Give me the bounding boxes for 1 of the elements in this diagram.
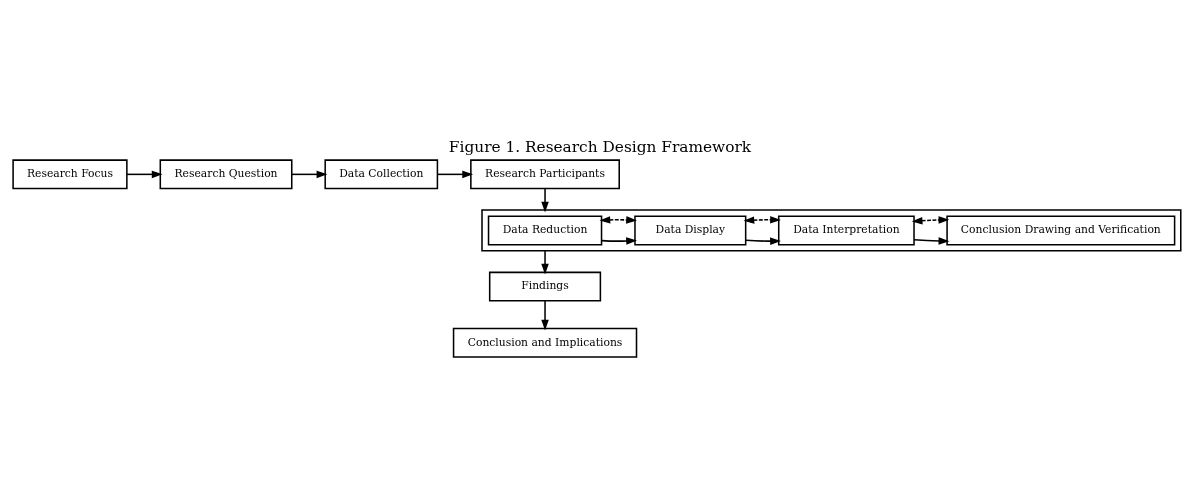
diagram-title: Figure 1. Research Design Framework <box>448 137 752 156</box>
